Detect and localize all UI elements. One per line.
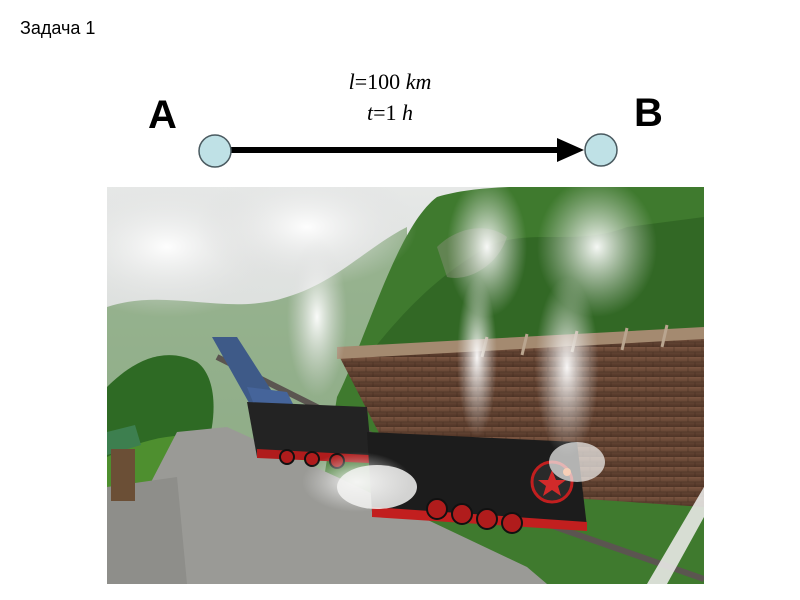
point-b-label: B	[634, 91, 663, 135]
route-diagram: A B l=100 km t=1 h	[148, 69, 663, 168]
gazebo-body	[111, 449, 135, 501]
time-unit: h	[402, 100, 413, 125]
drive-wheels	[426, 498, 523, 534]
route-arrow-head	[557, 138, 584, 162]
distance-unit: km	[406, 69, 432, 94]
distance-variable: l	[349, 69, 355, 94]
point-b-marker	[584, 133, 618, 167]
time-label: t=1 h	[367, 100, 413, 125]
red-star-emblem	[538, 470, 566, 496]
distance-value: =100	[355, 69, 406, 94]
distance-label: l=100 km	[349, 69, 432, 94]
right-railing	[647, 487, 704, 584]
main-locomotive	[367, 432, 587, 527]
point-a-label: A	[148, 93, 177, 137]
gravel-left	[107, 477, 187, 584]
task-title: Задача 1	[20, 18, 96, 38]
wall-top	[337, 327, 704, 359]
time-value: =1	[373, 100, 402, 125]
train-photo-illustration	[107, 187, 704, 584]
point-a-marker	[198, 134, 232, 168]
gazebo-roof	[107, 425, 141, 455]
first-locomotive	[247, 402, 372, 462]
train-photo	[107, 187, 704, 584]
steam-clouds	[107, 187, 657, 512]
time-variable: t	[367, 100, 374, 125]
